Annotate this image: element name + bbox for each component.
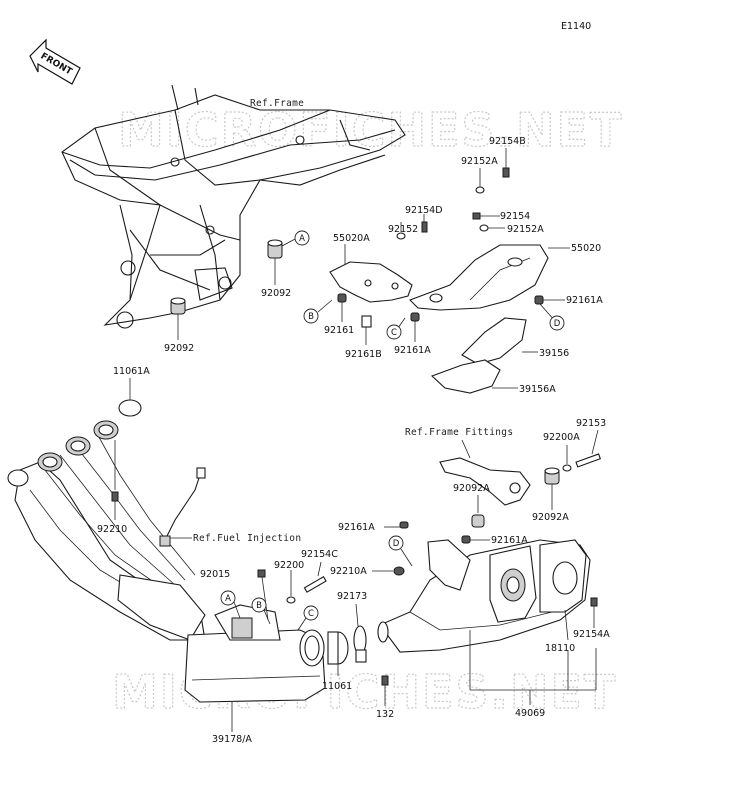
svg-text:B: B: [256, 601, 262, 611]
part-label-92092-lower: 92092: [164, 343, 194, 354]
washer-92200A: [562, 464, 572, 472]
svg-text:A: A: [299, 234, 305, 244]
frame-drawing: [61, 84, 406, 329]
ref-frame-fittings-label: Ref.Frame Fittings: [405, 427, 513, 438]
part-label-92015: 92015: [200, 569, 230, 580]
grommet-92161: [337, 293, 347, 303]
part-label-92153: 92153: [576, 418, 606, 429]
clamp-92173: [353, 625, 367, 663]
part-label-39178A: 39178/A: [212, 734, 252, 745]
grommet-92161A-bracket: [399, 521, 409, 529]
part-label-92173: 92173: [337, 591, 367, 602]
callout-b-bracket: B: [303, 308, 319, 324]
part-label-92092A-lower: 92092A: [532, 512, 569, 523]
svg-text:D: D: [554, 319, 561, 329]
cover-39156: [461, 317, 527, 365]
part-label-92154: 92154: [500, 211, 530, 222]
part-label-39156A: 39156A: [519, 384, 556, 395]
gasket-11061: [327, 631, 349, 665]
part-label-92161: 92161: [324, 325, 354, 336]
part-label-92092-upper: 92092: [261, 288, 291, 299]
part-label-92200A: 92200A: [543, 432, 580, 443]
part-label-92161B: 92161B: [345, 349, 382, 360]
svg-text:C: C: [391, 328, 397, 338]
callout-b-prechamber: B: [251, 597, 267, 613]
rubber-mount-92092A-upper: [544, 467, 560, 485]
part-label-55020A: 55020A: [333, 233, 370, 244]
callout-a-frame: A: [294, 230, 310, 246]
ref-frame-label: Ref.Frame: [250, 98, 304, 109]
washer-92152: [396, 232, 406, 240]
part-label-92161A-right: 92161A: [566, 295, 603, 306]
front-arrow-icon: FRONT: [29, 38, 81, 85]
callout-c-guard: C: [386, 324, 402, 340]
part-label-55020: 55020: [571, 243, 601, 254]
part-label-92152A-top: 92152A: [461, 156, 498, 167]
muffler-bracket: [427, 539, 471, 591]
nut-92154: [472, 212, 481, 220]
part-label-11061: 11061: [322, 681, 352, 692]
part-label-49069: 49069: [515, 708, 545, 719]
cover-39156A: [430, 359, 501, 394]
part-label-92161A-bracket: 92161A: [338, 522, 375, 533]
rubber-mount-92092-upper: [267, 239, 283, 259]
ref-fuel-injection-label: Ref.Fuel Injection: [193, 533, 301, 544]
bolt-92154A: [590, 597, 598, 607]
callout-d-guard: D: [549, 315, 565, 331]
part-label-39156: 39156: [539, 348, 569, 359]
svg-text:C: C: [308, 609, 314, 619]
callout-a-prechamber: A: [220, 590, 236, 606]
diagram-code: E1140: [561, 21, 591, 32]
bolt-92153: [575, 453, 602, 468]
callout-c-prechamber: C: [303, 605, 319, 621]
bolt-92154B: [502, 167, 510, 178]
rubber-mount-92092-lower: [170, 297, 186, 315]
part-label-92154D: 92154D: [405, 205, 443, 216]
gasket-11061A: [118, 399, 142, 417]
part-label-92210: 92210: [97, 524, 127, 535]
svg-text:B: B: [308, 312, 314, 322]
part-label-92154C: 92154C: [301, 549, 338, 560]
grommet-92161A-right: [534, 295, 544, 305]
muffler-18110: [377, 539, 591, 653]
o2-sensor: [159, 467, 206, 547]
part-label-92154A: 92154A: [573, 629, 610, 640]
frame-fittings-bracket: [439, 457, 531, 506]
svg-text:D: D: [393, 539, 400, 549]
part-label-11061A: 11061A: [113, 366, 150, 377]
part-label-92152: 92152: [388, 224, 418, 235]
stud-92210: [111, 491, 119, 502]
svg-text:A: A: [225, 594, 231, 604]
bolt-92154C: [303, 576, 327, 593]
nut-92210A: [393, 566, 405, 576]
part-label-92161A-left: 92161A: [394, 345, 431, 356]
washer-92152A: [479, 224, 489, 232]
washer-92200: [286, 596, 296, 604]
exhaust-headers: [7, 420, 206, 641]
part-label-132: 132: [376, 709, 394, 720]
part-label-92092A-upper: 92092A: [453, 483, 490, 494]
clip-92161B: [361, 315, 372, 328]
watermark-top: MICROFICHES.NET: [118, 103, 623, 157]
bolt-132: [381, 675, 389, 686]
bolt-92154D: [421, 221, 428, 233]
part-label-92210A: 92210A: [330, 566, 367, 577]
part-label-18110: 18110: [545, 643, 575, 654]
grommet-92161A-left: [410, 312, 420, 322]
part-label-92200: 92200: [274, 560, 304, 571]
part-label-92154B: 92154B: [489, 136, 526, 147]
rubber-mount-92092A-lower: [471, 514, 485, 528]
callout-d-muffler: D: [388, 535, 404, 551]
part-label-92152A: 92152A: [507, 224, 544, 235]
grommet-92161A-mount: [461, 535, 471, 544]
washer-92152A-top: [475, 186, 485, 194]
part-label-92161A-mount: 92161A: [491, 535, 528, 546]
nut-92015: [257, 569, 266, 578]
pre-chamber-39178A: [184, 604, 326, 703]
